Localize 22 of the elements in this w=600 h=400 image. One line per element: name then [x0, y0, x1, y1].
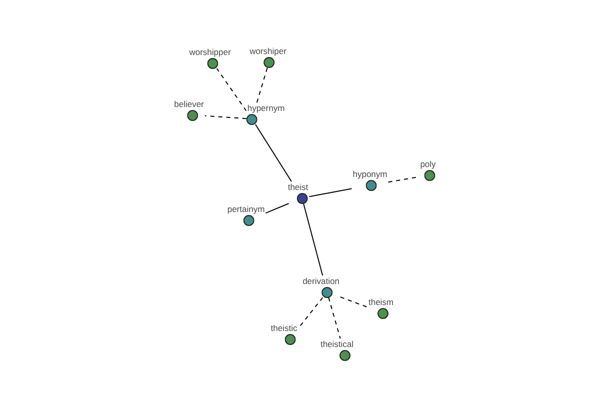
dashed-connector [204, 115, 247, 120]
node-label: believer [173, 98, 205, 108]
node-label: poly [419, 158, 437, 168]
connector-line [308, 188, 352, 198]
node-label: theist [286, 182, 310, 192]
connector-line [303, 203, 324, 276]
connector-line [265, 203, 290, 214]
node-label: theism [367, 296, 395, 306]
dashed-connector [256, 67, 268, 103]
node-label: pertainym [226, 204, 266, 214]
node-label: derivation [302, 276, 340, 286]
dashed-connector [298, 297, 324, 329]
dashed-connector [216, 68, 247, 112]
dashed-connector [340, 296, 368, 308]
node-label: worshipper [188, 46, 232, 56]
node-label: theistic [270, 322, 298, 332]
node-label: hypernym [246, 102, 286, 112]
node-label: theistical [319, 338, 355, 348]
connector-line [255, 124, 292, 182]
node-label: hyponym [352, 168, 388, 178]
node-label: worshiper [248, 46, 288, 56]
dashed-connector [328, 297, 341, 339]
